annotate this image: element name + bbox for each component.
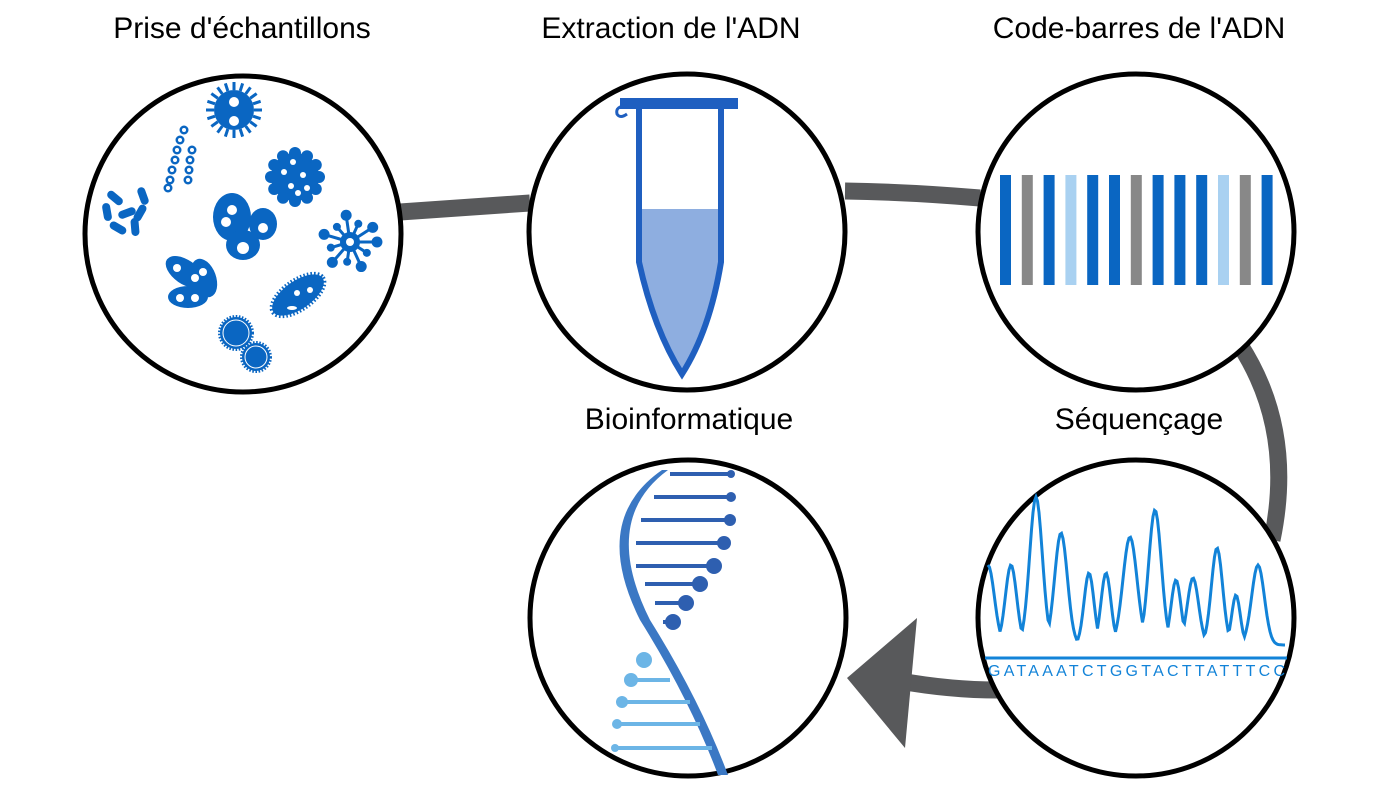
dna-rung-end	[616, 696, 628, 708]
step-circle-sequencing	[975, 457, 1297, 779]
barcode-bar	[1218, 175, 1229, 285]
barcode-bar	[1043, 175, 1055, 285]
barcode-bar	[1196, 175, 1208, 285]
label-barcoding: Code-barres de l'ADN	[992, 12, 1286, 45]
arrowhead-icon	[847, 618, 917, 748]
barcode-bar	[1152, 175, 1164, 285]
barcode-bar	[1130, 175, 1142, 285]
chromatogram-trace	[986, 492, 1285, 647]
label-bioinformatics: Bioinformatique	[584, 403, 794, 436]
dna-rung-end	[611, 744, 619, 752]
barcode-icon	[1000, 175, 1273, 285]
dna-rung-end	[717, 536, 731, 550]
dna-rung-end	[612, 719, 622, 729]
dna-rung-end	[665, 614, 681, 630]
dna-rung-end	[636, 652, 652, 668]
label-extraction: Extraction de l'ADN	[541, 12, 801, 45]
sequence-text: GATAAATCTGGTACTTATTTCC	[988, 663, 1285, 680]
barcode-bar	[1261, 175, 1273, 285]
barcode-bar	[1239, 175, 1251, 285]
connector-extraction-barcode	[844, 182, 981, 207]
label-sampling: Prise d'échantillons	[113, 12, 371, 45]
tube-icon	[615, 98, 738, 380]
connector-sampling-extraction	[399, 194, 531, 221]
dna-rung-end	[624, 673, 638, 687]
microbes-icon	[102, 82, 383, 373]
dna-rung-end	[724, 514, 736, 526]
dna-helix-icon	[611, 470, 736, 775]
connector-sequencing-bioinfo	[898, 672, 999, 699]
dna-rung-end	[692, 576, 708, 592]
barcode-bar	[1174, 175, 1186, 285]
barcode-bar	[1021, 175, 1033, 285]
label-sequencing: Séquençage	[1054, 403, 1224, 436]
barcode-bar	[1065, 175, 1077, 285]
barcode-bar	[1109, 175, 1120, 285]
dna-rung-end	[727, 470, 735, 478]
connector-barcode-sequencing	[1232, 340, 1288, 542]
barcode-bar	[1087, 175, 1099, 285]
dna-rung-end	[678, 595, 694, 611]
dna-rung-end	[706, 558, 722, 574]
dna-rung-end	[726, 492, 736, 502]
barcode-bar	[1000, 175, 1011, 285]
step-circle-bioinformatics	[527, 457, 849, 779]
